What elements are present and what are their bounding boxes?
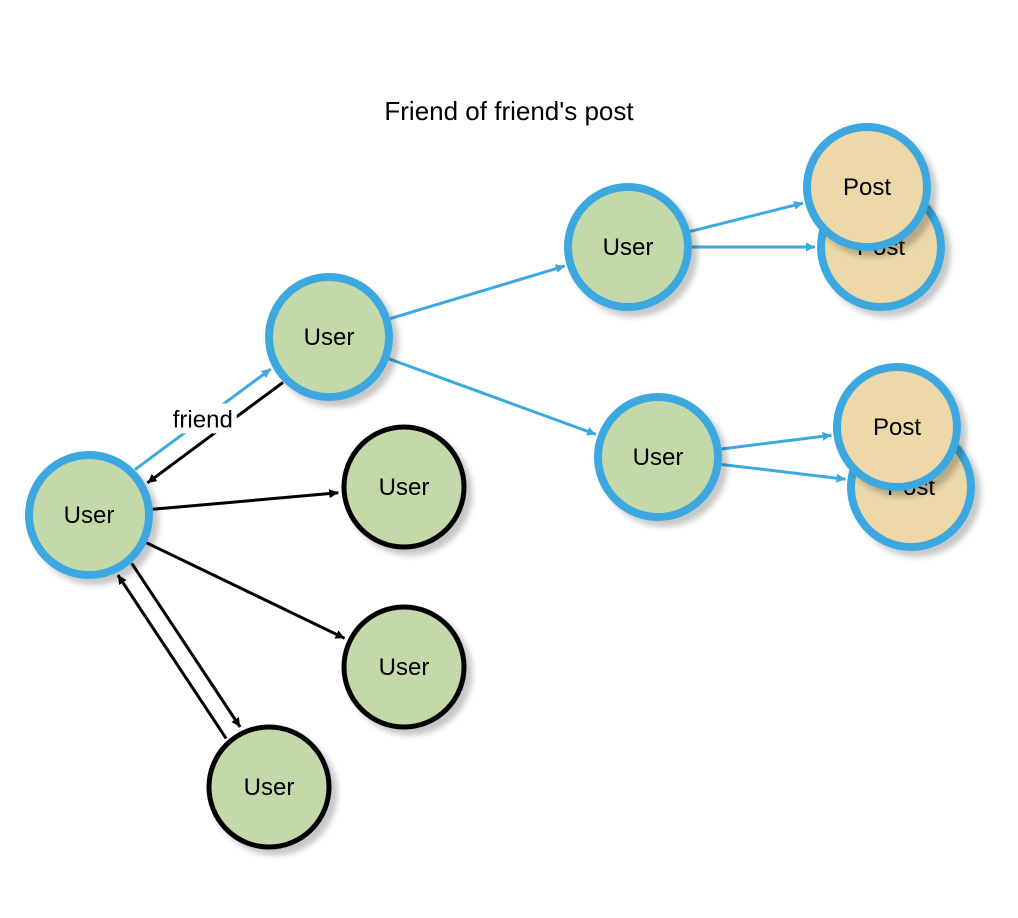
post-node-p2a: Post <box>833 363 961 491</box>
edge-u1-to-u5 <box>389 264 566 321</box>
user-node-label: User <box>379 654 430 681</box>
user-node-circle <box>341 424 467 550</box>
user-node-label: User <box>633 444 684 471</box>
edge-u1-to-u6 <box>388 357 597 436</box>
edge-labels-layer: friend <box>168 403 237 434</box>
user-node-u0: User <box>25 451 153 579</box>
user-node-circle <box>594 393 722 521</box>
post-node-circle <box>803 123 931 251</box>
user-node-u3: User <box>341 604 467 730</box>
diagram-title: Friend of friend's post <box>384 96 634 126</box>
edge-u6-to-p2a <box>721 431 832 451</box>
edges-layer <box>116 200 846 740</box>
user-node-u1: User <box>265 273 393 401</box>
user-node-circle <box>341 604 467 730</box>
user-node-circle <box>25 451 153 579</box>
post-node-label: Post <box>873 414 921 441</box>
edge-u6-to-p2b <box>721 463 846 483</box>
user-node-circle <box>206 724 332 850</box>
edge-u0-to-u3 <box>145 541 346 640</box>
post-node-label: Post <box>843 174 891 201</box>
user-node-label: User <box>244 774 295 801</box>
edge-u4-to-u0 <box>116 574 228 740</box>
post-node-circle <box>833 363 961 491</box>
edge-u5-to-p1a <box>689 200 804 233</box>
user-node-label: User <box>64 502 115 529</box>
edge-label: friend <box>173 406 233 433</box>
post-node-p1a: Post <box>803 123 931 251</box>
user-node-label: User <box>603 234 654 261</box>
edge-u0-to-u2 <box>152 489 339 511</box>
nodes-layer: UserUserUserUserUserUserUserPostPostPost… <box>25 123 975 850</box>
edge-u0-to-u4 <box>130 562 242 728</box>
user-node-label: User <box>304 324 355 351</box>
user-node-u4: User <box>206 724 332 850</box>
user-node-circle <box>564 183 692 311</box>
user-node-circle <box>265 273 393 401</box>
user-node-label: User <box>379 474 430 501</box>
user-node-u5: User <box>564 183 692 311</box>
user-node-u2: User <box>341 424 467 550</box>
edge-label-background <box>168 403 237 434</box>
user-node-u6: User <box>594 393 722 521</box>
